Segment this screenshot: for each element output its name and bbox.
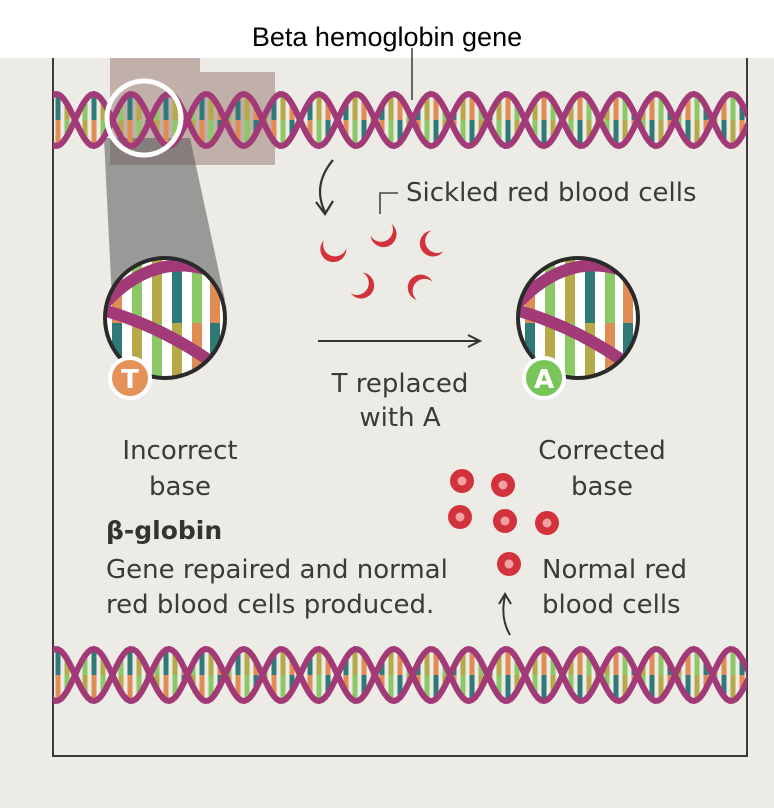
globin-line-2: red blood cells produced.: [106, 590, 435, 620]
replace-arrow: [318, 334, 483, 348]
sickled-cells: [320, 223, 444, 301]
normal-line-1: Normal red: [542, 555, 687, 585]
globin-line-1: Gene repaired and normal: [106, 555, 448, 585]
dna-strand-top: [53, 90, 747, 150]
corrected-line-1: Corrected: [538, 436, 666, 466]
curved-arrow-down: [315, 159, 334, 216]
normal-cell-center: [500, 516, 510, 526]
sickle-cell: [407, 274, 433, 301]
sickle-cell: [370, 223, 397, 248]
replaced-label: T replaced with A: [320, 367, 480, 435]
normal-cell-center: [498, 480, 508, 490]
normal-cell-center: [457, 476, 467, 486]
curved-arrow-up: [498, 592, 512, 636]
incorrect-base-label: Incorrect base: [100, 433, 260, 505]
sickle-cell: [419, 230, 444, 257]
panel-border: [52, 58, 748, 757]
dna-strand-bottom: [53, 645, 747, 705]
a-base-letter: A: [534, 365, 554, 395]
page-title: Beta hemoglobin gene: [251, 22, 523, 52]
incorrect-line-1: Incorrect: [122, 436, 238, 466]
dna-bottom-backbone-a: [53, 646, 747, 705]
globin-heading: β-globin: [106, 516, 223, 545]
dna-bottom-backbone-b: [53, 645, 747, 704]
replaced-line-1: T replaced: [331, 369, 469, 399]
sickle-cell: [320, 240, 347, 263]
t-base-letter: T: [121, 365, 139, 395]
replaced-line-2: with A: [359, 403, 441, 433]
dna-top-backbone-a: [53, 91, 747, 150]
zoom-left-backbone-b: [105, 302, 225, 378]
a-base-badge: A: [522, 356, 566, 400]
sickled-leader-line: [379, 192, 398, 214]
dna-top-backbone-b: [53, 90, 747, 149]
normal-cells-label: Normal red blood cells: [542, 553, 687, 623]
normal-cell-center: [542, 518, 552, 528]
highlight-ring: [104, 78, 184, 158]
sickle-cell: [350, 272, 375, 299]
normal-line-2: blood cells: [542, 590, 681, 620]
corrected-base-label: Corrected base: [512, 433, 692, 505]
globin-description: Gene repaired and normal red blood cells…: [106, 553, 448, 623]
sickled-cells-label: Sickled red blood cells: [406, 178, 697, 208]
zoom-right-backbone-b: [518, 302, 638, 378]
normal-cells: [448, 469, 559, 576]
corrected-line-2: base: [571, 472, 633, 502]
incorrect-line-2: base: [149, 472, 211, 502]
t-base-badge: T: [108, 356, 152, 400]
normal-cell-center: [504, 559, 514, 569]
normal-cell-center: [455, 512, 465, 522]
